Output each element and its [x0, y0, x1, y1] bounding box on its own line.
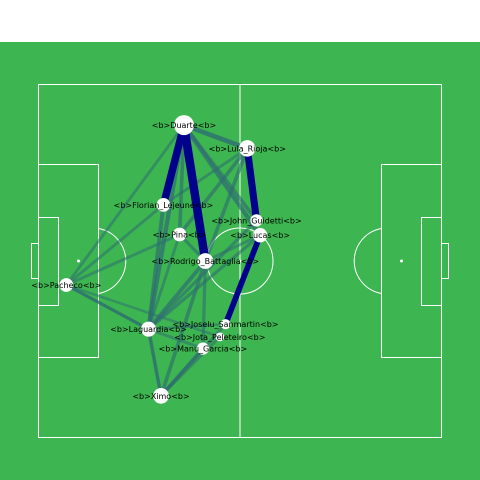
player-nodes: [59, 115, 268, 404]
pass-edge-duarte-lula: [181, 122, 250, 151]
pass-edge-laguardia-ximo: [146, 327, 163, 398]
centre-spot: [238, 259, 242, 263]
right-penalty-arc: [353, 228, 382, 294]
pass-edge-lula-lejeune: [161, 146, 249, 207]
pass-edge-pacheco-duarte: [64, 123, 186, 287]
player-label-lula: <b>Lula_Rioja<b>: [209, 144, 286, 153]
player-label-pacheco: <b>Pacheco<b>: [31, 281, 101, 290]
player-node-joselu: [220, 319, 231, 330]
player-label-laguardia: <b>Laguardia<b>: [110, 325, 187, 334]
player-node-lula: [239, 140, 256, 157]
pass-edge-duarte-lejeune: [159, 121, 188, 209]
pass-edge-duarte-lucas: [181, 122, 263, 238]
left-penalty-arc: [98, 228, 127, 294]
player-node-battaglia: [197, 253, 214, 269]
pass-edge-lucas-laguardia: [146, 233, 262, 331]
pass-edge-laguardia-manu: [147, 327, 205, 350]
pass-edge-pacheco-lejeune: [64, 203, 165, 287]
left-goal: [31, 243, 39, 279]
pass-edge-battaglia-laguardia: [146, 259, 208, 332]
pass-edges: [64, 120, 263, 398]
player-node-manu: [196, 342, 210, 355]
pass-edge-lula-pina: [177, 146, 250, 237]
player-node-lejeune: [156, 198, 171, 212]
right-goal: [441, 243, 449, 279]
player-node-duarte: [173, 115, 194, 136]
right-penalty-spot: [400, 259, 403, 263]
player-label-guidetti: <b>John_Guidetti<b>: [211, 216, 301, 225]
pass-edge-lucas-joselu: [222, 232, 263, 328]
player-label-ximo: <b>Ximo<b>: [132, 392, 189, 401]
player-label-feteira: <b>Jota_Peleteiro<b>: [174, 333, 265, 342]
player-node-feteira: [215, 332, 225, 342]
player-node-guidetti: [250, 214, 263, 227]
player-label-lucas: <b>Lucas<b>: [230, 231, 290, 240]
pass-edge-pina-laguardia: [147, 233, 182, 331]
player-label-battaglia: <b>Rodrigo_Battaglia<b>: [152, 257, 260, 266]
player-node-ximo: [153, 387, 169, 404]
top-margin: [0, 0, 480, 42]
player-label-pina: <b>Pina<b>: [153, 231, 207, 240]
pass-edge-laguardia-pacheco: [64, 283, 151, 331]
player-node-pacheco: [59, 278, 74, 292]
player-label-joselu: <b>Joselu_Sanmartin<b>: [172, 320, 278, 329]
player-node-pina: [172, 227, 187, 242]
player-labels: <b>Duarte<b> <b>Lula_Rioja<b> <b>Florian_L…: [31, 121, 301, 401]
player-node-laguardia: [140, 321, 157, 337]
pass-edge-laguardia-joselu: [147, 322, 227, 331]
left-penalty-spot: [77, 259, 80, 263]
pass-edge-lula-guidetti: [243, 144, 261, 224]
player-node-lucas: [252, 228, 268, 243]
pass-edge-lula-battaglia: [203, 146, 250, 263]
player-label-manu: <b>Manu_Garcia<b>: [159, 345, 248, 354]
pass-edge-battaglia-manu: [201, 259, 207, 351]
pass-edge-duarte-battaglia: [179, 120, 210, 266]
pass-edge-manu-ximo: [159, 346, 205, 398]
player-label-lejeune: <b>Florian_Lejeune<b>: [114, 201, 214, 210]
pass-edge-pacheco-feteira: [65, 283, 222, 339]
player-label-duarte: <b>Duarte<b>: [152, 121, 216, 130]
pass-edge-battaglia-ximo: [159, 259, 208, 398]
pass-edge-lucas-battaglia: [203, 233, 262, 263]
